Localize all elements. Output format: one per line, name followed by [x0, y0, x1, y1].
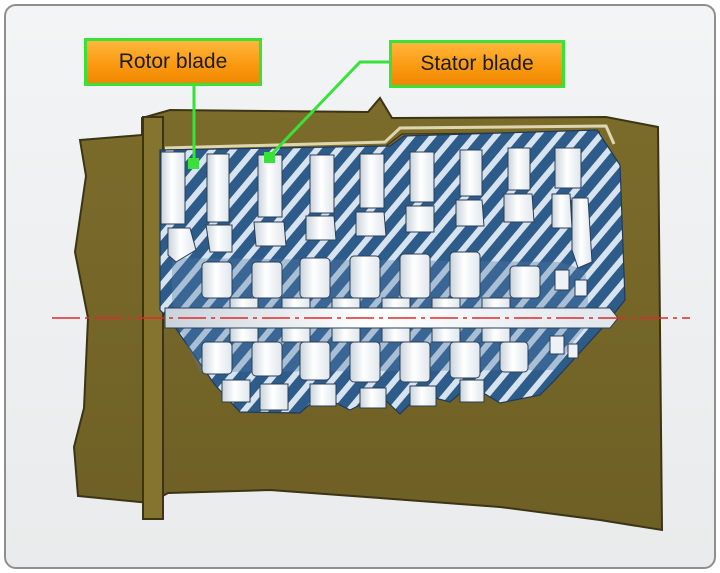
- stator-blades: [167, 193, 593, 269]
- stator-blade-callout: Stator blade: [389, 40, 565, 88]
- rotor-leader-tip: [188, 158, 199, 169]
- rotor-blade-callout: Rotor blade: [84, 38, 262, 86]
- stator-leader-line: [268, 60, 389, 158]
- stator-leader-tip: [264, 152, 275, 163]
- casing-seam: [164, 124, 616, 150]
- lower-disks: [201, 327, 529, 411]
- rotor-blades: [160, 147, 582, 225]
- rotor-blade-label: Rotor blade: [118, 50, 228, 73]
- stator-blade-label: Stator blade: [420, 52, 534, 75]
- rear-bearing: [549, 269, 588, 359]
